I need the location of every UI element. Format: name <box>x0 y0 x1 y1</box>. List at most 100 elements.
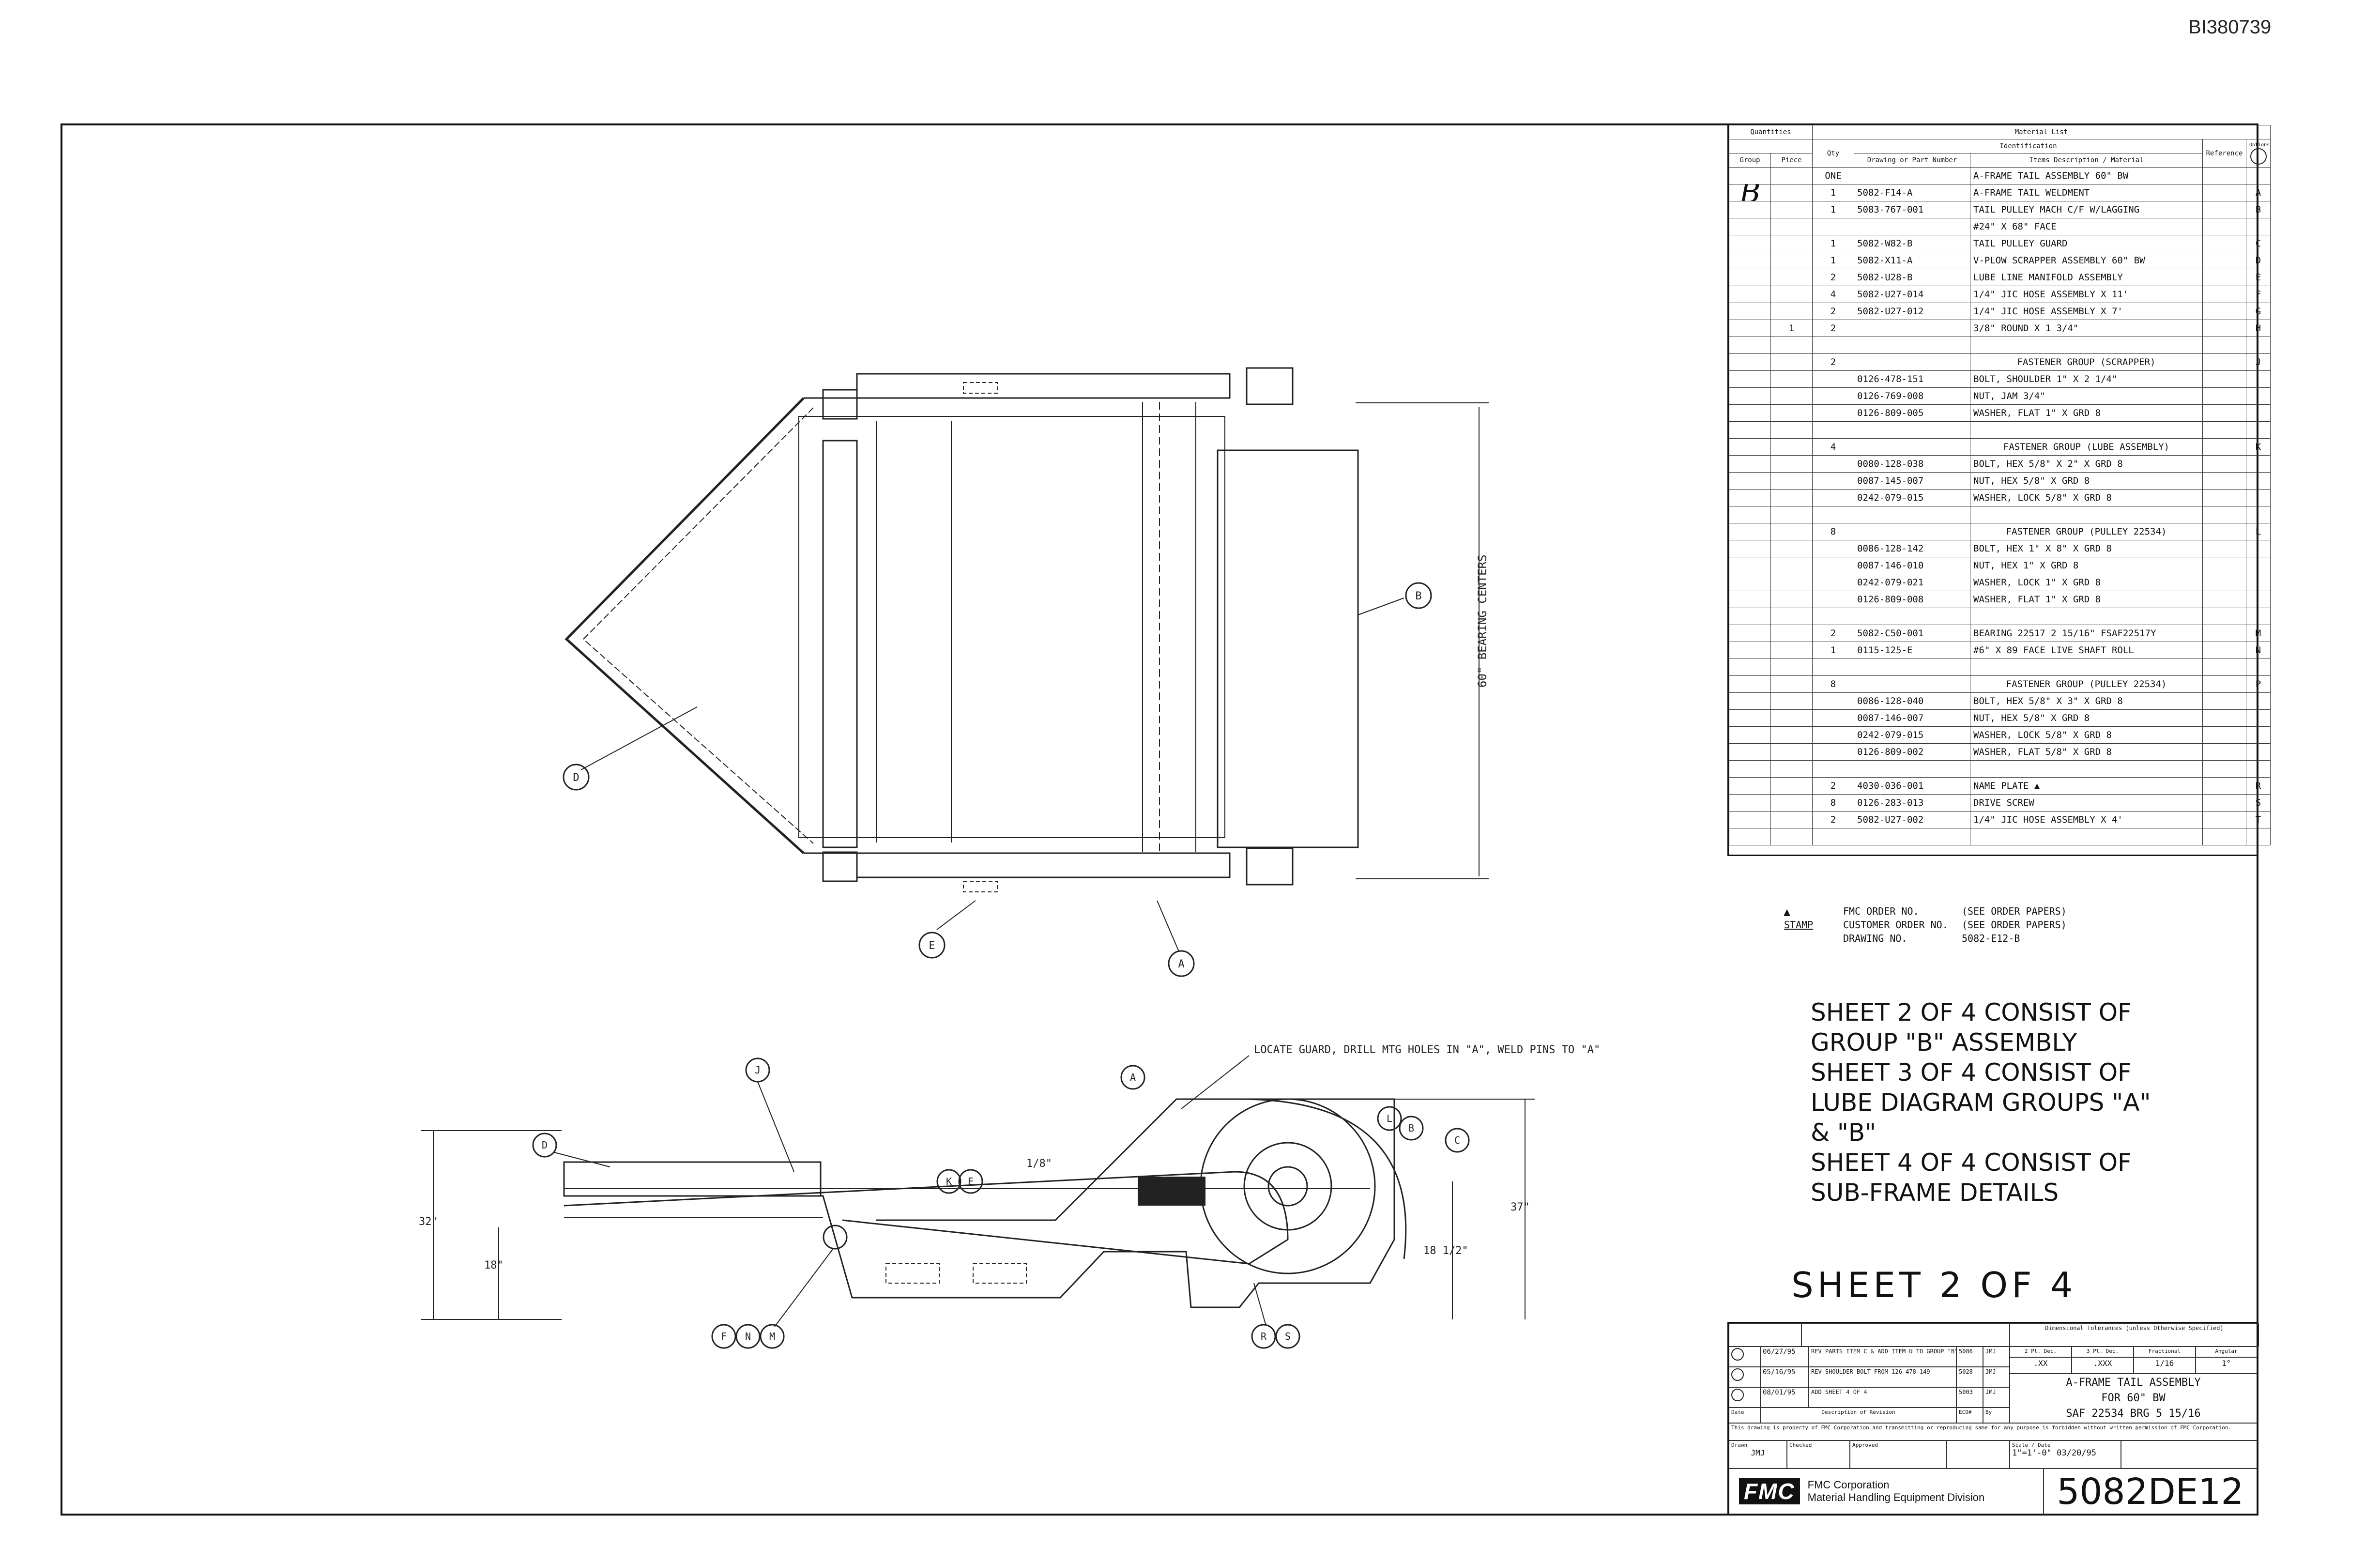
option-letter-cell <box>2246 726 2271 744</box>
callout-bubble-E <box>918 932 946 959</box>
callout-letter: R <box>1261 1331 1267 1342</box>
group-cell <box>1729 286 1771 303</box>
qty-cell <box>1812 506 1855 523</box>
guard-note: LOCATE GUARD, DRILL MTG HOLES IN "A", WE… <box>1254 1044 1600 1056</box>
sheet-note-line: & "B" <box>1811 1118 1877 1147</box>
leader-line <box>774 1249 833 1327</box>
bearing-block <box>1246 367 1294 405</box>
description-cell: NUT, JAM 3/4" <box>1970 387 2203 405</box>
part-number-cell: 0242-079-015 <box>1854 489 1971 506</box>
piece-cell <box>1770 455 1813 473</box>
piece-cell <box>1770 506 1813 523</box>
qty-cell <box>1812 608 1855 625</box>
revision-eco: 5028 <box>1956 1367 1983 1387</box>
lube-manifold <box>1138 1177 1205 1206</box>
callout-letter: N <box>745 1331 751 1342</box>
frame-side-member <box>856 852 1231 878</box>
reference-cell <box>2202 184 2247 201</box>
option-letter-cell: E <box>2246 269 2271 286</box>
option-letter-cell: H <box>2246 320 2271 337</box>
piece-cell <box>1770 184 1813 201</box>
qty-cell <box>1812 743 1855 761</box>
qty-cell: 8 <box>1812 523 1855 540</box>
dimension-label: 1/8" <box>1026 1158 1052 1170</box>
callout-bubble-F <box>711 1324 736 1349</box>
callout-bubble-S <box>1275 1324 1300 1349</box>
piece-cell <box>1770 794 1813 812</box>
piece-cell <box>1770 353 1813 371</box>
callout-bubble-D <box>532 1133 557 1158</box>
qty-cell: 2 <box>1812 811 1855 828</box>
qty-cell <box>1812 421 1855 439</box>
rev-date-header: Date <box>1729 1408 1760 1423</box>
blank-cell <box>2121 1440 2257 1469</box>
callout-letter: F <box>721 1331 727 1342</box>
description-cell: FASTENER GROUP (PULLEY 22534) <box>1970 523 2203 540</box>
part-number-cell: 0080-128-038 <box>1854 455 1971 473</box>
part-number-cell: 0087-146-010 <box>1854 557 1971 574</box>
callout-letter: B <box>1408 1122 1414 1134</box>
callout-bubble-D <box>563 764 590 791</box>
description-cell: NUT, HEX 1" X GRD 8 <box>1970 557 2203 574</box>
callout-letter: E <box>929 940 935 952</box>
qty-cell: 1 <box>1812 184 1855 201</box>
group-cell <box>1729 472 1771 490</box>
part-number-cell: 0242-079-015 <box>1854 726 1971 744</box>
option-letter-cell <box>2246 659 2271 676</box>
description-cell: BOLT, SHOULDER 1" X 2 1/4" <box>1970 370 2203 388</box>
part-number-cell <box>1854 218 1971 235</box>
reference-cell <box>2202 608 2247 625</box>
reference-cell <box>2202 404 2247 422</box>
part-number-cell <box>1854 353 1971 371</box>
piece-cell <box>1770 625 1813 642</box>
drawing-title-line: FOR 60" BW <box>2101 1392 2166 1404</box>
piece-cell <box>1770 201 1813 218</box>
piece-cell <box>1770 404 1813 422</box>
stamp-line-key: DRAWING NO. <box>1843 933 1907 944</box>
tolerance-header: Dimensional Tolerances (unless Otherwise… <box>2010 1323 2259 1347</box>
stamp-line-value: 5082-E12-B <box>1962 933 2020 944</box>
part-number-cell <box>1854 421 1971 439</box>
part-number-cell: 4030-036-001 <box>1854 777 1971 795</box>
option-letter-cell: P <box>2246 675 2271 693</box>
option-letter-cell: F <box>2246 286 2271 303</box>
qty-cell: 1 <box>1812 201 1855 218</box>
qty-cell <box>1812 726 1855 744</box>
description-cell: BOLT, HEX 5/8" X 3" X GRD 8 <box>1970 692 2203 710</box>
group-cell <box>1729 523 1771 540</box>
part-number-cell: 0087-146-007 <box>1854 709 1971 727</box>
qty-cell <box>1812 659 1855 676</box>
checked-cell: Checked <box>1787 1440 1850 1469</box>
sheet-note-line: SHEET 3 OF 4 CONSIST OF <box>1811 1058 2132 1087</box>
description-cell: NUT, HEX 5/8" X GRD 8 <box>1970 472 2203 490</box>
callout-letter: S <box>1285 1331 1291 1342</box>
bolt-group <box>973 1263 1027 1284</box>
leader-line <box>580 706 698 770</box>
piece-cell <box>1770 167 1813 184</box>
material-row <box>1729 608 2271 625</box>
dimension-label: 18" <box>484 1259 503 1271</box>
qty-cell: 2 <box>1812 625 1855 642</box>
callout-bubble-A <box>1168 950 1195 977</box>
part-number-cell <box>1854 337 1971 354</box>
tail-pulley-end <box>1200 1098 1376 1274</box>
part-number-cell <box>1854 438 1971 456</box>
a-frame-side-outline <box>564 1098 1395 1308</box>
group-cell <box>1729 337 1771 354</box>
material-row <box>1729 828 2271 845</box>
part-number-cell: 0242-079-021 <box>1854 574 1971 591</box>
qty-cell: 8 <box>1812 675 1855 693</box>
material-row <box>1729 760 2271 778</box>
reference-cell <box>2202 438 2247 456</box>
piece-cell <box>1770 387 1813 405</box>
dimension-label: 32" <box>419 1216 438 1228</box>
scale-date-cell: Scale / Date 1"=1'-0" 03/20/95 <box>2010 1440 2121 1469</box>
